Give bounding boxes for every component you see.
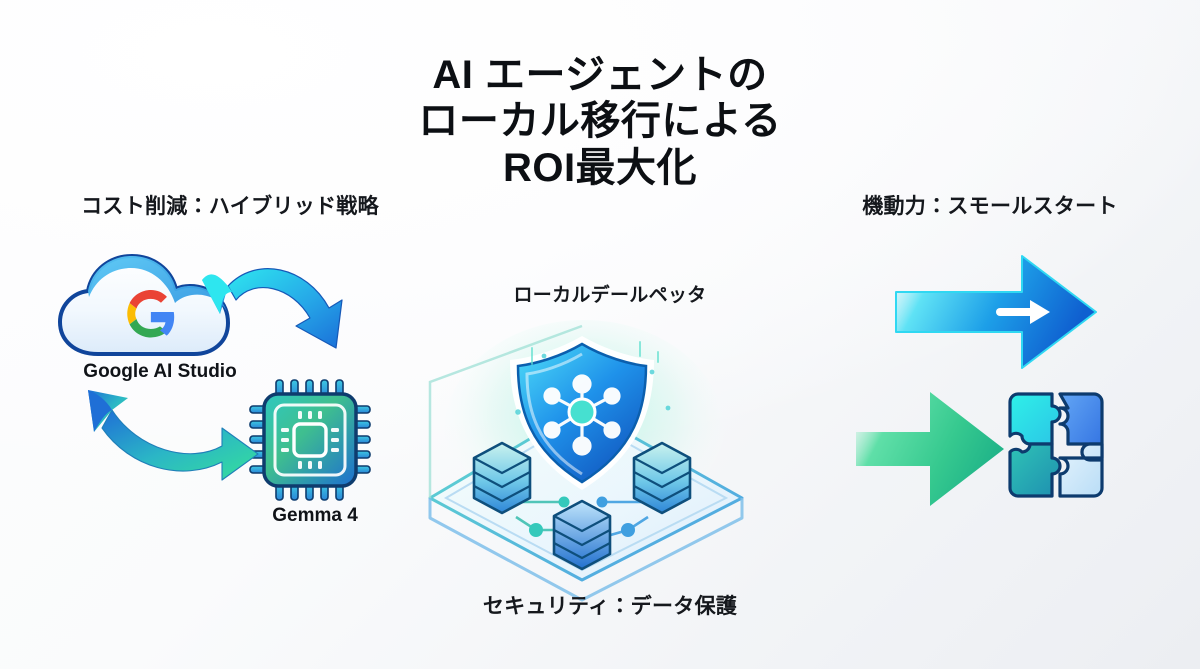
puzzle-pieces-icon (1000, 388, 1120, 508)
speed-arrow-right-icon (851, 252, 1164, 372)
curved-arrow-left-icon (196, 252, 356, 370)
center-section-caption-top: ローカルデールペッタ (513, 285, 707, 306)
page-title: AI エージェントの ローカル移行による ROI最大化 (0, 52, 1200, 191)
cpu-chip-icon (248, 378, 372, 502)
cloud-node-label: Google AI Studio (83, 361, 237, 382)
center-section-caption-bottom: セキュリティ：データ保護 (482, 595, 738, 618)
arrow-right-icon (852, 386, 1010, 512)
shield-network-icon (412, 312, 752, 602)
chip-node-label: Gemma 4 (272, 505, 358, 526)
cloud-icon (52, 250, 238, 370)
title-line-1: AI エージェントの (432, 53, 768, 97)
right-section-caption: 機動力：スモールスタート (862, 195, 1118, 218)
title-line-2: ローカル移行による (418, 99, 782, 144)
title-line-3: ROI最大化 (502, 145, 698, 190)
left-section-caption: コスト削減：ハイブリッド戦略 (81, 195, 379, 218)
curved-arrow-right-icon (72, 388, 262, 492)
